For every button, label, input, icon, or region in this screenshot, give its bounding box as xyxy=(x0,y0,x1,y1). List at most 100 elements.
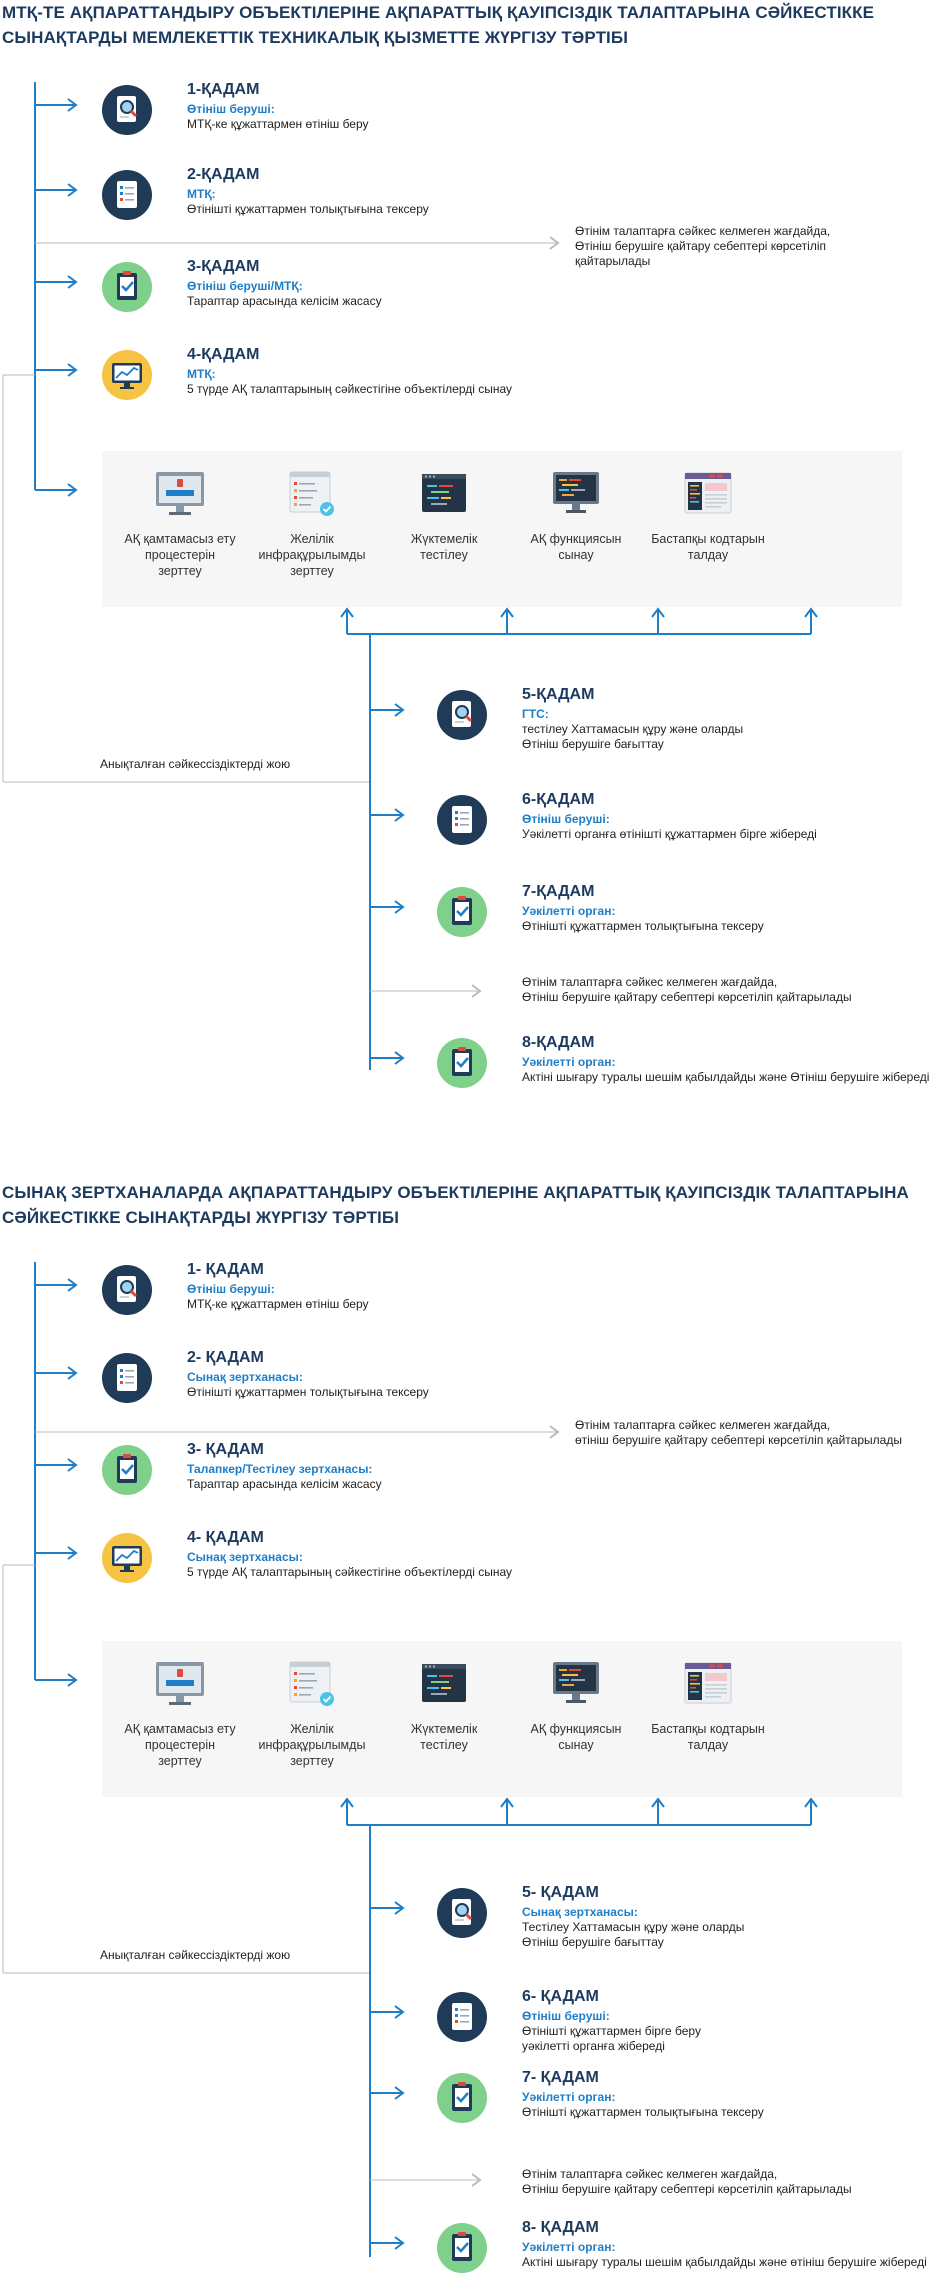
magnifier-document-icon xyxy=(102,1265,152,1315)
step-arrow-head xyxy=(67,183,78,197)
return-arrow-head xyxy=(471,984,482,998)
step-arrow-head xyxy=(394,703,405,717)
clipboard-check-icon xyxy=(437,2223,487,2273)
text-line: сынау xyxy=(558,548,594,562)
text-line: Өтініш берушіге қайтару себептері көрсет… xyxy=(522,990,852,1004)
step-arrow-head xyxy=(67,98,78,112)
text-line: зерттеу xyxy=(158,564,202,578)
step-role: Өтініш беруші: xyxy=(187,102,275,116)
step-heading: 5-ҚАДАМ xyxy=(522,686,595,703)
return-note: Өтінім талаптарға сәйкес келмеген жағдай… xyxy=(575,1418,902,1448)
text-line: Актіні шығару туралы шешім қабылдайды жә… xyxy=(522,2255,927,2269)
step-arrow-head xyxy=(67,1366,78,1380)
step-arrow-head xyxy=(67,1278,78,1292)
section-title: МТҚ-ТЕ АҚПАРАТТАНДЫРУ ОБЪЕКТІЛЕРІНЕ АҚПА… xyxy=(2,3,875,47)
panel-arrow-head xyxy=(67,483,78,497)
step-description: Тараптар арасында келісім жасасу xyxy=(187,294,667,309)
return-arrow-head xyxy=(549,1425,560,1439)
return-note: Өтінім талаптарға сәйкес келмеген жағдай… xyxy=(522,975,852,1005)
text-line: Желілік xyxy=(290,1722,334,1736)
text-line: өтініш берушіге қайтару себептері көрсет… xyxy=(575,1433,902,1447)
step-role: Талапкер/Тестілеу зертханасы: xyxy=(187,1462,373,1476)
panel-arrow-head xyxy=(67,1673,78,1687)
fix-nonconformities-label: Анықталған сәйкессіздіктерді жою xyxy=(100,757,291,771)
checklist-document-icon xyxy=(102,170,152,220)
step-heading: 8-ҚАДАМ xyxy=(522,1034,595,1051)
text-line: қайтарылады xyxy=(575,254,651,268)
magnifier-document-icon xyxy=(437,1888,487,1938)
text-line: Тараптар арасында келісім жасасу xyxy=(187,294,382,308)
procedure-section-2: СЫНАҚ ЗЕРТХАНАЛАРДА АҚПАРАТТАНДЫРУ ОБЪЕК… xyxy=(0,1180,943,2281)
step-heading: 2- ҚАДАМ xyxy=(187,1349,264,1366)
step-arrow-head xyxy=(394,808,405,822)
text-line: Актіні шығару туралы шешім қабылдайды жә… xyxy=(522,1070,930,1084)
step-role: Өтініш беруші: xyxy=(522,812,610,826)
text-line: Өтінім талаптарға сәйкес келмеген жағдай… xyxy=(575,224,831,238)
text-line: зерттеу xyxy=(158,1754,202,1768)
step-heading: 5- ҚАДАМ xyxy=(522,1884,599,1901)
step-role: Уәкілетті орган: xyxy=(522,904,616,918)
procedure-section-1: МТҚ-ТЕ АҚПАРАТТАНДЫРУ ОБЪЕКТІЛЕРІНЕ АҚПА… xyxy=(2,3,943,1088)
step-description: Уәкілетті органға өтінішті құжаттармен б… xyxy=(522,827,943,842)
text-line: процестерін xyxy=(144,1738,216,1752)
monitor-chart-icon xyxy=(102,350,152,400)
text-line: Өтінішті құжаттармен бірге беру xyxy=(522,2024,701,2038)
text-line: Өтінім талаптарға сәйкес келмеген жағдай… xyxy=(522,2167,778,2181)
step-description: Актіні шығару туралы шешім қабылдайды жә… xyxy=(522,1070,943,1085)
text-line: Бастапқы кодтарын xyxy=(651,532,765,546)
source-code-icon xyxy=(683,469,733,519)
step-role: МТҚ: xyxy=(187,367,216,381)
test-type-label: АҚ қамтамасыз ету процестерін зерттеу xyxy=(115,1721,245,1769)
step-heading: 7-ҚАДАМ xyxy=(522,883,595,900)
return-note: Өтінім талаптарға сәйкес келмеген жағдай… xyxy=(575,224,830,269)
step-role: Сынақ зертханасы: xyxy=(187,1550,303,1564)
step-role: Уәкілетті орган: xyxy=(522,1055,616,1069)
text-line: тестілеу xyxy=(420,1738,468,1752)
text-line: АҚ функциясын xyxy=(530,532,622,546)
up-arrow-head xyxy=(804,607,818,618)
section-title: СЫНАҚ ЗЕРТХАНАЛАРДА АҚПАРАТТАНДЫРУ ОБЪЕК… xyxy=(2,1183,909,1227)
step-heading: 2-ҚАДАМ xyxy=(187,166,260,183)
step-description: МТҚ-ке құжаттармен өтініш беру xyxy=(187,1297,667,1312)
step-description: Актіні шығару туралы шешім қабылдайды жә… xyxy=(522,2255,943,2270)
network-checklist-icon xyxy=(287,1659,337,1709)
text-line: АҚ қамтамасыз ету xyxy=(124,1722,236,1736)
step-arrow-head xyxy=(394,2236,405,2250)
step-role: Уәкілетті орган: xyxy=(522,2090,616,2104)
text-line: Тестілеу Хаттамасын құру және оларды xyxy=(522,1920,745,1934)
code-window-icon xyxy=(419,469,469,519)
text-line: Өтініш берушіге бағыттау xyxy=(522,737,664,751)
text-line: зерттеу xyxy=(290,1754,334,1768)
step-role: Өтініш беруші/МТҚ: xyxy=(187,279,303,293)
text-line: Өтініш берушіге бағыттау xyxy=(522,1935,664,1949)
text-line: АҚ қамтамасыз ету xyxy=(124,532,236,546)
step-arrow-head xyxy=(67,363,78,377)
return-arrow-head xyxy=(549,236,560,250)
clipboard-check-icon xyxy=(437,1038,487,1088)
text-line: Өтініш берушіге қайтару себептері көрсет… xyxy=(575,239,827,253)
network-checklist-icon xyxy=(287,469,337,519)
up-arrow-head xyxy=(340,607,354,618)
text-line: Бастапқы кодтарын xyxy=(651,1722,765,1736)
step-arrow-head xyxy=(394,900,405,914)
step-arrow-head xyxy=(394,1901,405,1915)
monitor-password-icon xyxy=(155,469,205,519)
